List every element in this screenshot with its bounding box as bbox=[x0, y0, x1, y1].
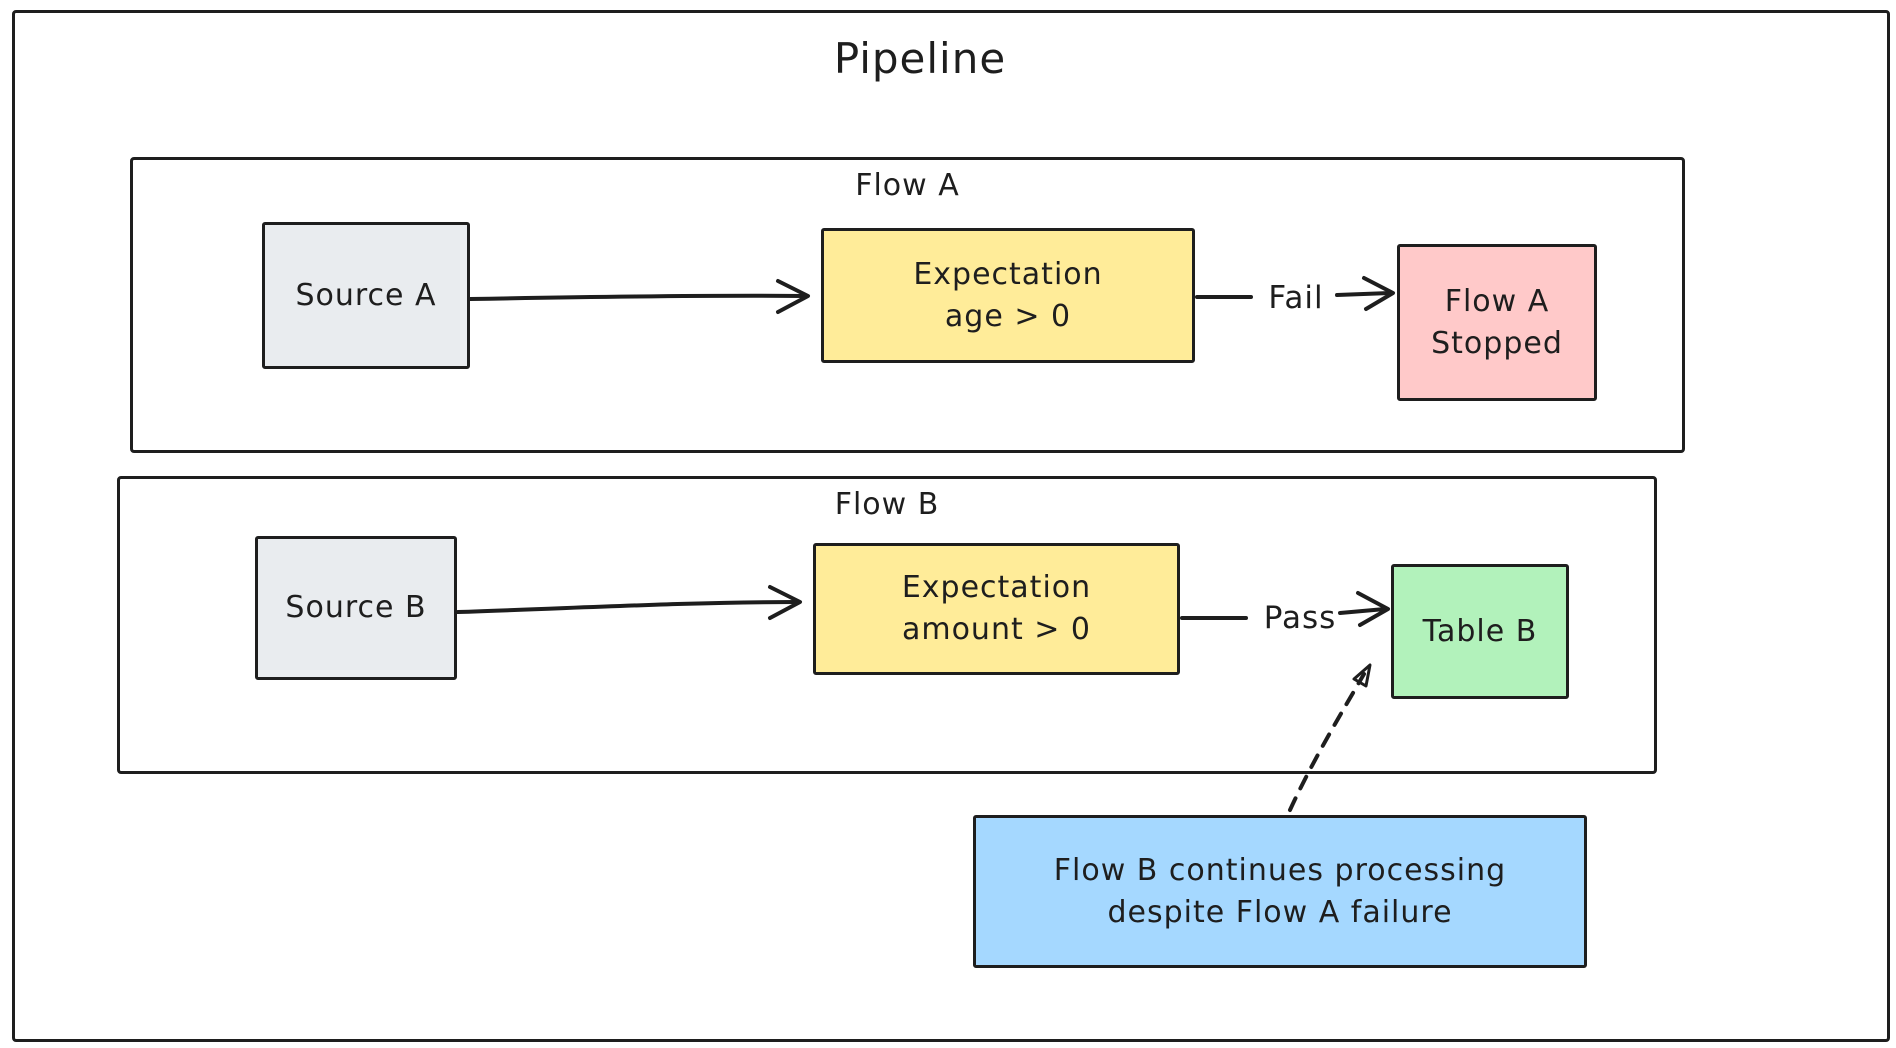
expectation-b-line1: Expectation bbox=[901, 570, 1092, 605]
expectation-a-box: Expectation age > 0 bbox=[821, 228, 1195, 363]
note-line2: despite Flow A failure bbox=[1107, 894, 1453, 930]
table-b-text: Table B bbox=[1422, 613, 1538, 649]
source-a-box: Source A bbox=[262, 222, 470, 369]
flow-b-label: Flow B bbox=[834, 487, 940, 522]
flow-a-frame: Flow A bbox=[130, 157, 1685, 453]
pass-edge-label: Pass bbox=[1263, 600, 1337, 636]
fail-edge-label: Fail bbox=[1268, 280, 1324, 316]
source-a-text: Source A bbox=[295, 277, 437, 313]
flow-a-label: Flow A bbox=[855, 168, 960, 203]
flow-a-stopped-box: Flow A Stopped bbox=[1397, 244, 1597, 401]
pipeline-title: Pipeline bbox=[833, 34, 1007, 83]
table-b-box: Table B bbox=[1391, 564, 1569, 699]
source-b-box: Source B bbox=[255, 536, 457, 680]
expectation-b-line2: amount > 0 bbox=[901, 612, 1092, 647]
pipeline-frame bbox=[12, 10, 1890, 1042]
expectation-a-line1: Expectation bbox=[913, 256, 1103, 292]
note-box: Flow B continues processing despite Flow… bbox=[973, 815, 1587, 968]
flow-a-stopped-line1: Flow A bbox=[1444, 283, 1550, 319]
flow-a-stopped-line2: Stopped bbox=[1431, 325, 1563, 361]
note-line1: Flow B continues processing bbox=[1053, 852, 1507, 888]
expectation-a-line2: age > 0 bbox=[944, 298, 1072, 334]
flow-b-frame: Flow B bbox=[117, 476, 1657, 774]
expectation-b-box: Expectation amount > 0 bbox=[813, 543, 1180, 675]
source-b-text: Source B bbox=[285, 590, 427, 625]
